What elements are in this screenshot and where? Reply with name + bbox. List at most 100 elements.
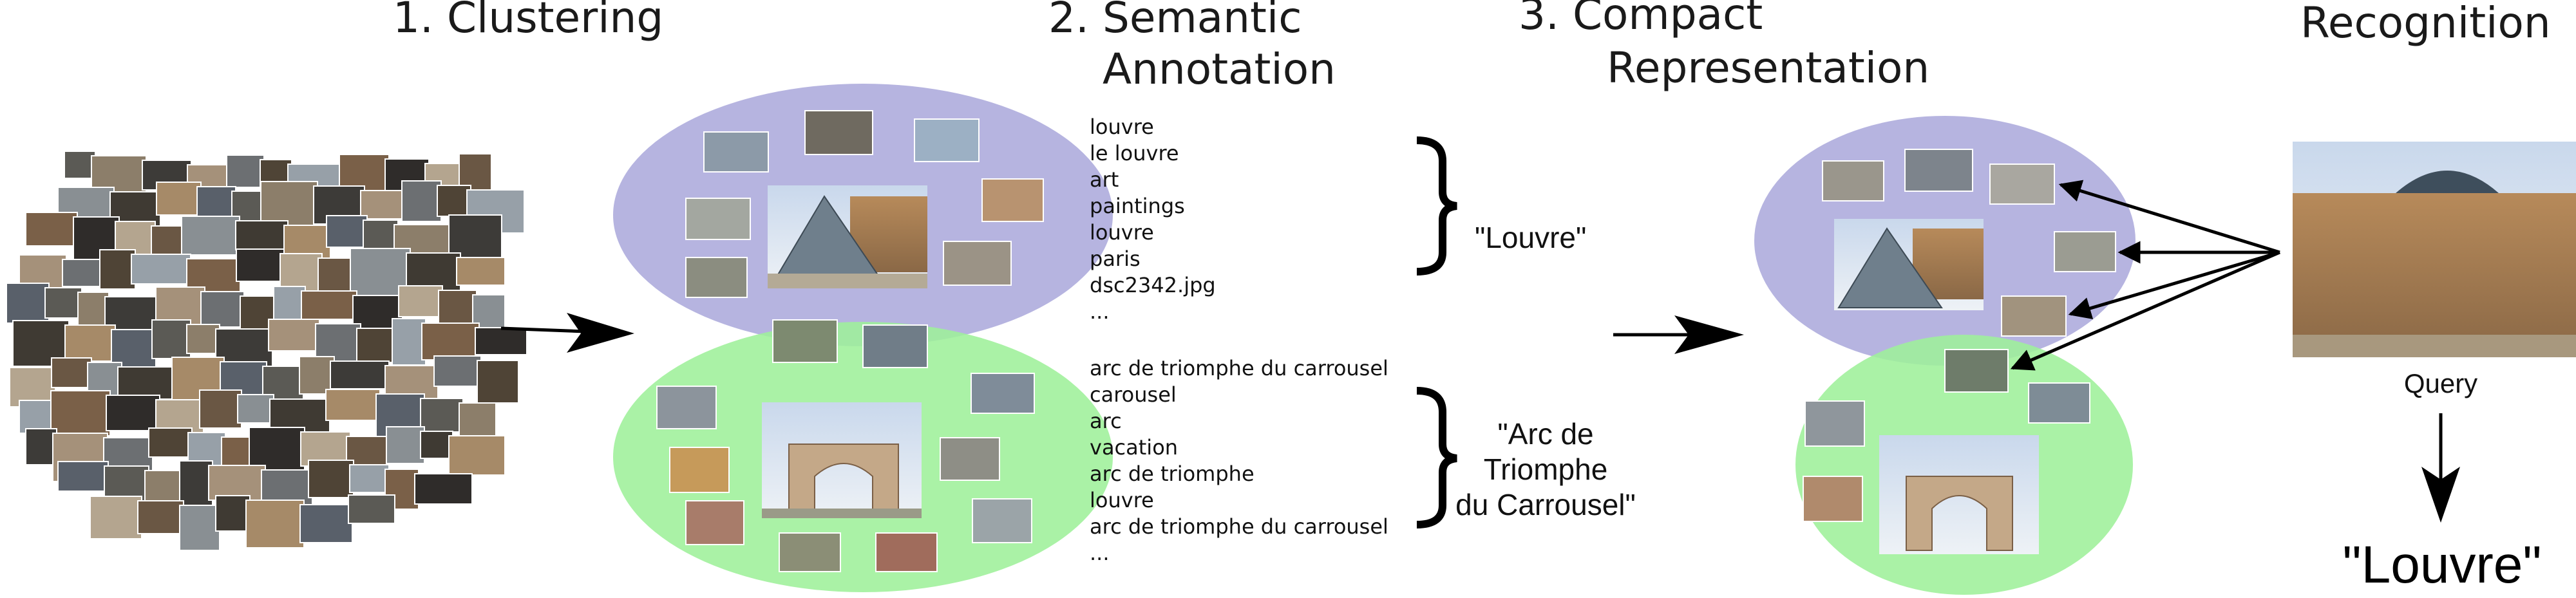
collage-photo [117,366,176,400]
arc-photo [940,437,1000,481]
collage-photo [325,389,381,421]
arc-tag: arc de triomphe du carrousel [1090,514,1388,539]
louvre-cluster-photos [685,110,1044,298]
collage-photo [317,257,355,294]
collage-photo [221,436,254,469]
label-arc-line1: "Arc de [1497,417,1593,451]
collage-photo [19,400,55,434]
query-photo-ground [2293,335,2576,357]
collage-photo [44,287,82,319]
collage-photo [249,427,305,472]
louvre-tag: paris [1090,247,1141,271]
collage-photo [308,460,354,498]
match-arrows [2010,180,2280,371]
louvre-photo [685,257,748,298]
louvre-tag: ... [1090,299,1110,324]
louvre-photo [685,198,751,240]
collage-photo [326,215,368,248]
collage-photo [186,324,220,354]
query-photo-dome [2396,171,2499,193]
compact-louvre-photo [1822,160,1884,201]
collage-photo [144,470,184,503]
collage-photo [237,394,274,424]
collage-photo [268,319,320,351]
compact-louvre-photo [1904,149,1973,192]
collage-photo [131,254,191,285]
collage-photo [349,464,390,493]
collage-photo [151,319,191,359]
collage-photo [420,398,464,433]
flow-arrowhead-2 [1674,315,1744,354]
arc-photo [779,532,841,572]
collage-photo [392,318,426,366]
arc-tag: arc de triomphe [1090,462,1255,486]
match-arrow [2068,250,2280,319]
collage-photo [401,180,442,222]
arc-tag: ... [1090,541,1110,565]
compact-arc-shape [1906,476,2013,551]
arc-photo [685,500,744,545]
collage-photo [208,465,266,501]
compact-arc-photo [2028,382,2090,424]
collage-photo [179,505,220,551]
collage-photo [90,496,142,539]
arc-photo [971,373,1035,414]
collage-photo [420,431,453,459]
louvre-photo [804,110,873,155]
collage-photo [106,395,160,431]
louvre-photo [703,131,769,173]
collage-photo [437,185,471,217]
collage-photo [299,356,335,395]
collage-photo [104,296,160,330]
arc-photo [656,386,717,429]
compact-louvre-photo [1989,164,2055,205]
heading-recognition: Recognition [2300,0,2551,48]
arc-photo [875,532,938,572]
louvre-tag: paintings [1090,194,1185,218]
heading-semantic-line1: 2. Semantic [1048,0,1302,42]
collage-photo [414,473,473,505]
heading-compact-line1: 3. Compact [1519,0,1763,39]
collage-photo [301,290,357,320]
arc-photo [862,324,928,368]
collage-photo [51,357,92,388]
arc-tag-list: arc de triomphe du carrouselcarouselarcv… [1090,356,1388,565]
compact-arc-photo [1944,349,2009,393]
louvre-tag: art [1090,167,1119,192]
label-arc-line3: du Carrousel" [1455,488,1636,521]
collage-photo [406,252,461,291]
collage-photo [236,248,285,282]
collage-photo [64,151,96,179]
collage-photo [99,249,136,290]
collage-photo [156,182,202,216]
collage-photo [199,389,242,429]
louvre-photo [981,178,1044,222]
louvre-tag: louvre [1090,115,1154,139]
collage-photo [433,355,482,387]
flow-arrowhead-1 [567,313,634,353]
query-down-arrowhead [2421,467,2460,523]
louvre-tag: louvre [1090,220,1154,245]
collage-photo [299,504,353,543]
heading-semantic-line2: Annotation [1103,44,1336,94]
brace-arc [1416,387,1457,528]
louvre-photo [914,118,980,162]
collage-photo [360,190,406,220]
collage-photo [215,495,251,532]
louvre-tag: dsc2342.jpg [1090,273,1216,297]
query-image [2293,142,2576,357]
collage-photo [398,285,443,317]
collage-photo [330,360,390,389]
label-arc-line2: Triomphe [1484,453,1608,486]
collage-photo [477,360,519,404]
louvre-plaza [768,274,927,288]
match-arrow [2010,250,2280,371]
collage-photo [50,390,111,436]
match-arrow [2058,180,2280,254]
collage-photo [386,426,425,464]
query-photo-palace [2293,193,2576,357]
collage-photo [179,460,213,506]
collage-photo [25,212,78,247]
collage-photo [245,500,305,548]
